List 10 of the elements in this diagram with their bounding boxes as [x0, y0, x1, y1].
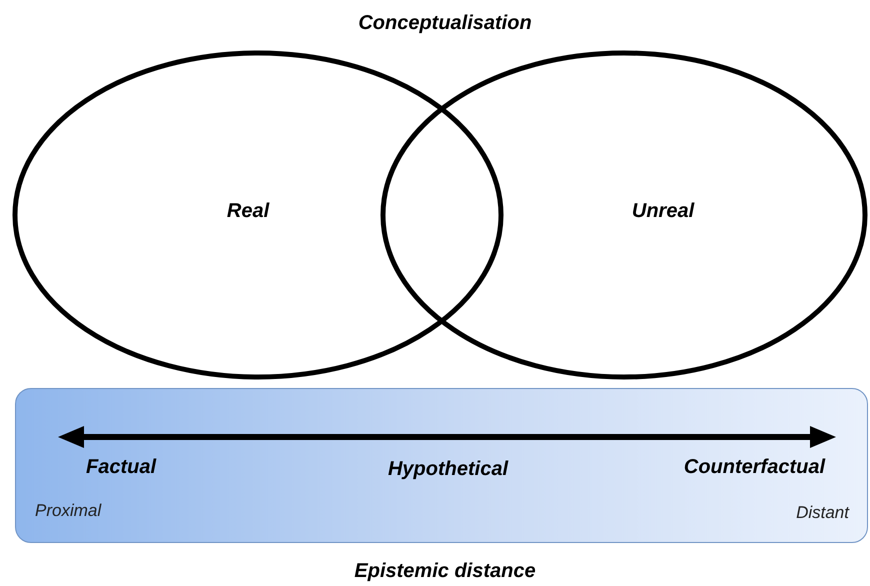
scale-label: Factual [86, 456, 156, 479]
set-label: Real [226, 200, 270, 223]
scale-label: Counterfactual [684, 456, 825, 479]
scale-end-label: Proximal [35, 501, 102, 521]
gradient-band [15, 388, 868, 543]
diagram-title: Conceptualisation [358, 12, 532, 35]
scale-label: Hypothetical [388, 458, 508, 481]
scale-end-label: Distant [796, 503, 849, 523]
axis-caption: Epistemic distance [354, 560, 536, 583]
set-label: Unreal [632, 200, 694, 223]
